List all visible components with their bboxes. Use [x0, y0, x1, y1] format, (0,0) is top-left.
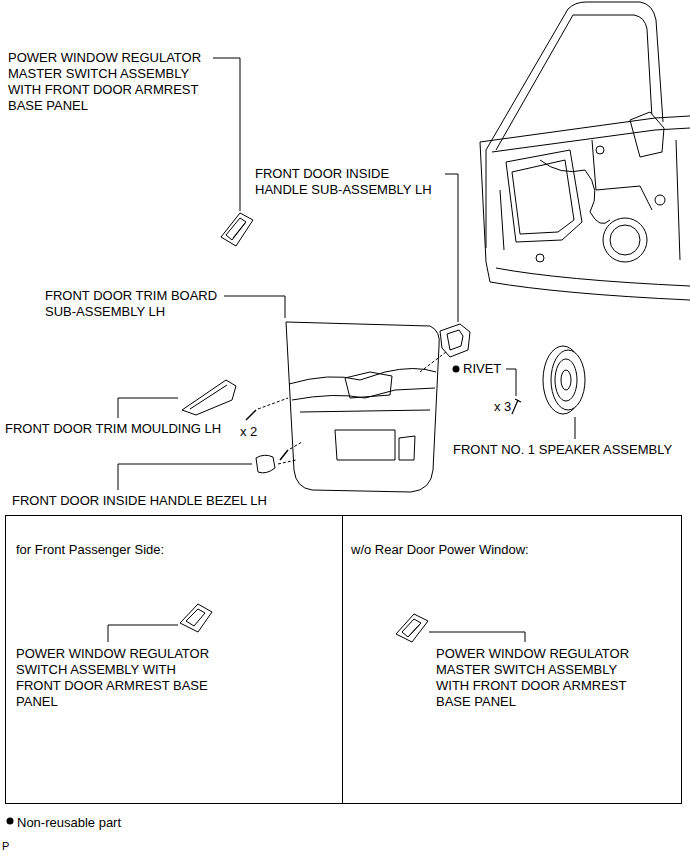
- screw-path: [258, 398, 288, 409]
- door-frame: [592, 140, 652, 210]
- master-switch-part: [396, 614, 428, 642]
- condition-panel: for Front Passenger Side: POWER WINDOW RE…: [5, 515, 343, 804]
- part-label: POWER WINDOW REGULATOR MASTER SWITCH ASS…: [8, 50, 213, 114]
- moulding-part: [190, 385, 227, 409]
- leader-line: [108, 625, 178, 642]
- inside-handle-part: [447, 330, 463, 350]
- master-switch-part: [396, 614, 428, 642]
- leader-line: [575, 417, 576, 439]
- screw-symbol: [246, 410, 256, 420]
- quantity-label: x 3: [494, 399, 524, 415]
- non-reusable-dot: [7, 818, 14, 825]
- trim-board-part: [300, 410, 430, 412]
- leader-line: [224, 296, 285, 318]
- legend-text: Non-reusable part: [17, 815, 121, 830]
- door-frame: [480, 116, 690, 142]
- part-label: FRONT DOOR INSIDE HANDLE SUB-ASSEMBLY LH: [255, 166, 440, 198]
- page-mark: P: [2, 838, 22, 854]
- door-frame: [480, 142, 690, 300]
- passenger-switch-part: [180, 604, 212, 632]
- leader-line: [445, 174, 458, 322]
- moulding-part: [182, 380, 236, 415]
- door-frame: [655, 195, 665, 205]
- door-frame: [496, 268, 690, 286]
- door-frame: [486, 2, 663, 248]
- leader-line: [506, 369, 516, 396]
- part-label: RIVET: [463, 361, 513, 377]
- door-frame: [540, 160, 610, 224]
- master-switch-part: [402, 619, 421, 637]
- speaker-part: [561, 370, 571, 390]
- screw-path: [278, 460, 296, 464]
- door-frame: [506, 150, 582, 242]
- trim-board-part: [292, 388, 435, 400]
- leader-line: [429, 632, 525, 642]
- door-frame: [610, 225, 640, 255]
- master-switch-part: [221, 213, 253, 246]
- trim-board-part: [335, 430, 395, 460]
- speaker-part: [555, 359, 577, 401]
- condition-heading: w/o Rear Door Power Window:: [351, 542, 651, 558]
- non-reusable-dot: [453, 366, 460, 373]
- door-frame: [496, 15, 652, 150]
- leader-line: [213, 58, 240, 211]
- leader-line: [118, 398, 178, 418]
- screw-path: [258, 352, 446, 464]
- part-label: FRONT DOOR INSIDE HANDLE BEZEL LH: [12, 493, 282, 509]
- master-switch-part: [226, 218, 246, 240]
- bezel-part: [256, 455, 275, 473]
- door-frame: [536, 254, 544, 262]
- trim-board-part: [286, 322, 439, 492]
- rivet-symbol: [512, 400, 518, 414]
- master-switch-part: [233, 223, 245, 238]
- speaker-part: [543, 346, 585, 414]
- screw-path: [420, 352, 446, 372]
- door-frame: [676, 140, 680, 260]
- part-label: FRONT NO. 1 SPEAKER ASSEMBLY: [453, 442, 681, 458]
- bezel-part: [256, 455, 275, 473]
- screw-path: [290, 442, 302, 449]
- moulding-part: [182, 380, 236, 415]
- quantity-label: x 2: [240, 424, 270, 440]
- rivet-symbol: [515, 399, 521, 402]
- inside-handle-part: [440, 324, 470, 357]
- legend-entry: Non-reusable part: [17, 813, 121, 831]
- master-switch-part: [221, 213, 253, 246]
- trim-board-part: [345, 372, 392, 398]
- trim-board-part: [399, 436, 415, 460]
- part-label: POWER WINDOW REGULATOR SWITCH ASSEMBLY W…: [16, 646, 218, 710]
- master-switch-part: [409, 624, 420, 636]
- trim-board-part: [289, 369, 436, 385]
- part-label: FRONT DOOR TRIM BOARD SUB-ASSEMBLY LH: [45, 288, 230, 320]
- door-frame: [480, 2, 690, 300]
- door-frame: [500, 190, 504, 250]
- inside-handle-part: [440, 324, 470, 357]
- rivet-symbol: [512, 399, 521, 414]
- door-frame: [492, 128, 690, 152]
- condition-heading: for Front Passenger Side:: [16, 542, 316, 558]
- trim-board-part: [286, 322, 439, 492]
- speaker-part: [551, 350, 585, 410]
- condition-panel: w/o Rear Door Power Window: POWER WINDOW …: [342, 515, 682, 804]
- door-frame: [596, 146, 604, 154]
- door-frame: [603, 218, 647, 262]
- part-label: FRONT DOOR TRIM MOULDING LH: [5, 421, 235, 437]
- screw-symbol: [280, 450, 288, 460]
- passenger-switch-part: [180, 604, 212, 632]
- part-label: POWER WINDOW REGULATOR MASTER SWITCH ASS…: [436, 646, 641, 710]
- leader-line: [118, 464, 252, 490]
- passenger-switch-part: [186, 609, 205, 626]
